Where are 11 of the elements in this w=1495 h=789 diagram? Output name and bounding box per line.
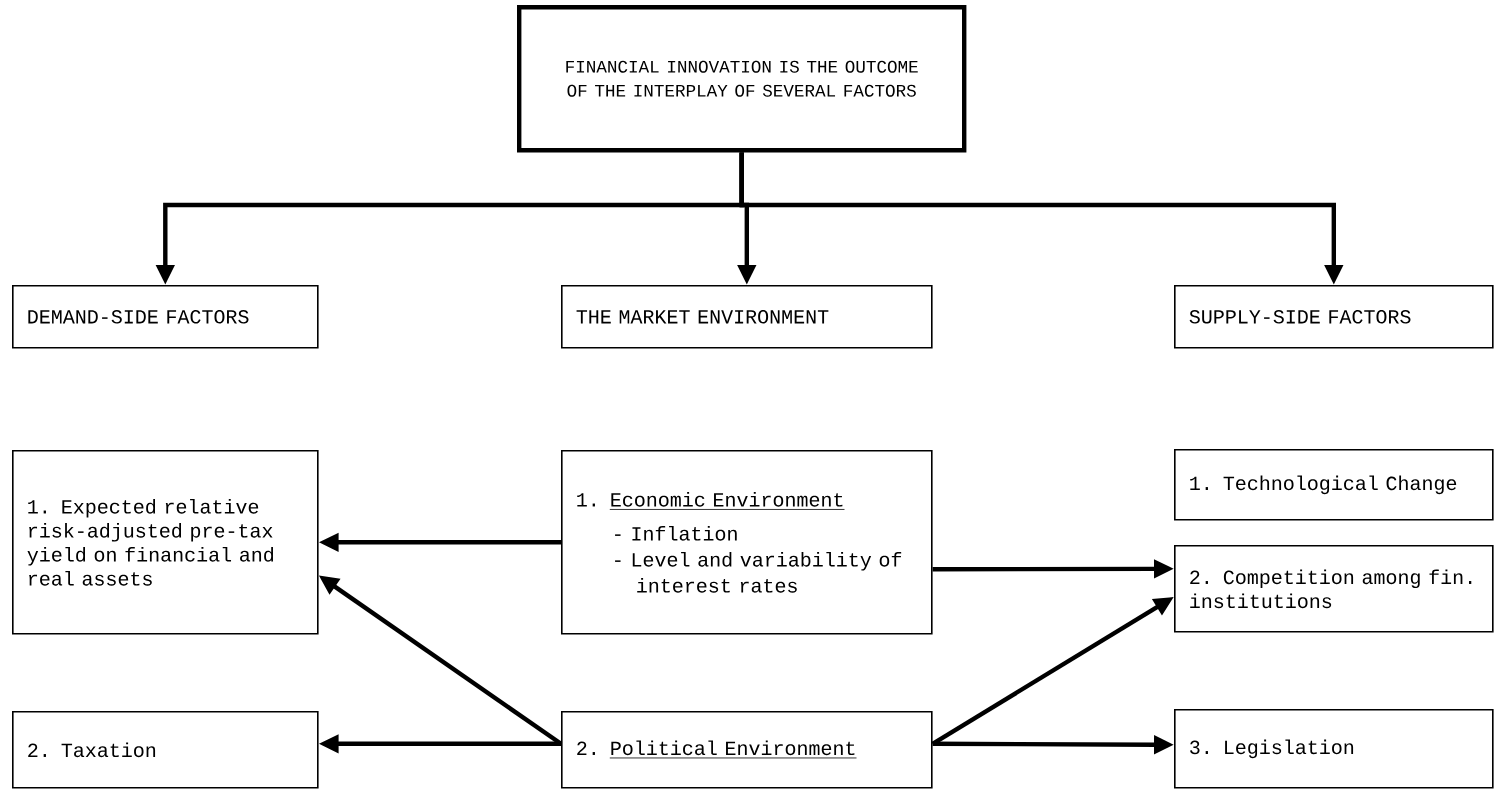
factor-box: 2. Competition among fin. institutions [1174, 545, 1494, 633]
category-box: DEMAND-SIDE FACTORS [12, 285, 319, 349]
factor-box: 1. Technological Change [1174, 449, 1494, 521]
factor-box: 1. Expected relative risk-adjusted pre-tax yield on financial and real assets [12, 450, 319, 635]
title-box: FINANCIAL INNOVATION IS THE OUTCOME OF THE INTERPLAY OF SEVERAL FACTORS [517, 5, 967, 153]
category-box: SUPPLY-SIDE FACTORS [1174, 285, 1494, 349]
factor-box: 3. Legislation [1174, 709, 1494, 789]
factor-box: 2. Political Environment [561, 711, 933, 789]
factor-box: 2. Taxation [12, 711, 319, 789]
factor-box: 1. Economic Environment - Inflation - Level and variability of interest rates [561, 450, 933, 635]
category-box: THE MARKET ENVIRONMENT [561, 285, 933, 349]
